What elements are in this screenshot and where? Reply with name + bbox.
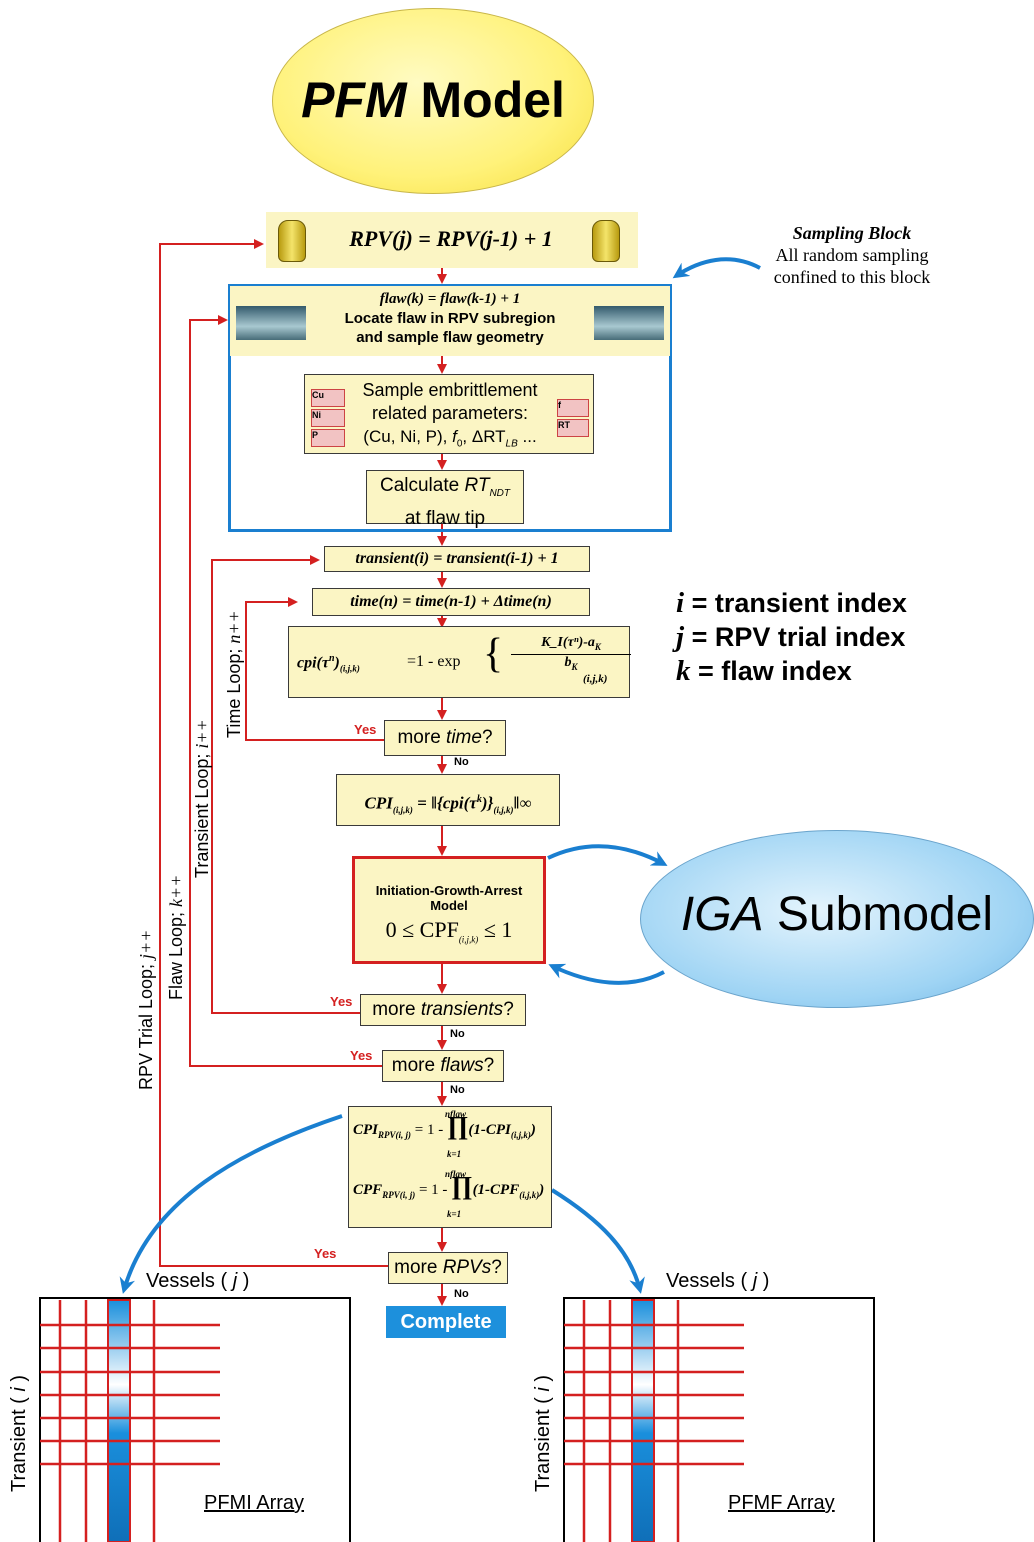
pfmf-array-grid xyxy=(563,1297,875,1542)
legend-k: k = flaw index xyxy=(676,655,852,687)
distribution-icon-f0: f xyxy=(557,399,589,417)
rpv-vessel-icon-right xyxy=(592,220,620,262)
more-transients-yes: Yes xyxy=(330,994,353,1009)
cpi-fraction: K_I(τⁿ)-aK bK xyxy=(511,635,631,672)
cpi-norm-box: CPI(i,j,k) = ‖{cpi(τk)}(i,j,k)‖∞ xyxy=(336,774,560,826)
cpi-rpv-formula: CPIRPV(i, j) = 1 - ∏(1-CPI(i,j,k)) xyxy=(353,1111,536,1141)
distribution-icon-p: P xyxy=(311,429,345,447)
more-flaws-no: No xyxy=(450,1084,465,1096)
more-transients-decision: more transients? xyxy=(360,994,526,1026)
more-time-decision: more time? xyxy=(384,720,506,756)
product-formula-box: CPIRPV(i, j) = 1 - ∏(1-CPI(i,j,k)) nflaw… xyxy=(348,1106,552,1228)
flaw-sampling-box: flaw(k) = flaw(k-1) + 1 Locate flaw in R… xyxy=(230,286,670,356)
cpf-rpv-formula: CPFRPV(i, j) = 1 - ∏(1-CPF(i,j,k)) xyxy=(353,1171,545,1201)
embrittlement-box: Cu Ni P f RT Sample embrittlement relate… xyxy=(304,374,594,454)
cpi-outer-sub: (i,j,k) xyxy=(583,673,608,685)
embrittlement-line2: related parameters: xyxy=(371,403,529,423)
complete-terminal: Complete xyxy=(386,1306,506,1338)
pfmi-array-grid xyxy=(39,1297,351,1542)
cpf-prod-bottom: k=1 xyxy=(447,1209,462,1219)
transient-loop-label: Transient Loop; i++ xyxy=(192,719,212,878)
distribution-icon-cu: Cu xyxy=(311,389,345,407)
pfm-model-title: PFM Model xyxy=(301,72,565,128)
cpi-prod-bottom: k=1 xyxy=(447,1149,462,1159)
embrittlement-line1: Sample embrittlement xyxy=(362,380,538,400)
pfm-model-ellipse: PFM Model xyxy=(272,8,594,194)
flaw-image-left xyxy=(236,306,306,340)
rtndt-box: Calculate RTNDT at flaw tip xyxy=(366,470,524,529)
iga-model-box: Initiation-Growth-Arrest Model 0 ≤ CPF(i… xyxy=(352,856,546,964)
rtndt-line1: Calculate RTNDT xyxy=(379,475,511,499)
sampling-block-frame xyxy=(228,284,672,532)
rpv-increment-formula: RPV(j) = RPV(j-1) + 1 xyxy=(349,226,553,251)
more-rpvs-yes: Yes xyxy=(314,1246,337,1261)
flaw-geometry-text: and sample flaw geometry xyxy=(356,329,544,346)
distribution-icon-ni: Ni xyxy=(311,409,345,427)
flaw-image-right xyxy=(594,306,664,340)
more-rpvs-no: No xyxy=(454,1288,469,1300)
pfmi-transient-label: Transient ( i ) xyxy=(8,1374,30,1492)
more-flaws-decision: more flaws? xyxy=(382,1050,504,1082)
legend-i: i = transient index xyxy=(676,587,907,619)
transient-increment-box: transient(i) = transient(i-1) + 1 xyxy=(324,546,590,572)
pfmf-transient-label: Transient ( i ) xyxy=(532,1374,554,1492)
iga-line2: Model xyxy=(430,898,468,913)
flaw-loop-label: Flaw Loop; k++ xyxy=(166,874,186,1000)
time-increment-box: time(n) = time(n-1) + Δtime(n) xyxy=(312,588,590,616)
rtndt-line2: at flaw tip xyxy=(404,507,486,529)
more-time-no: No xyxy=(454,756,469,768)
cpi-prod-top: nflaw xyxy=(445,1109,467,1119)
cpi-formula-box: cpi(τn)(i,j,k) =1 - exp { K_I(τⁿ)-aK bK … xyxy=(288,626,631,698)
pfmi-array-name: PFMI Array xyxy=(204,1492,305,1514)
cpi-exp: =1 - exp xyxy=(407,653,461,670)
iga-submodel-ellipse: IGA Submodel xyxy=(640,830,1034,1008)
sampling-block-note: Sampling Block All random sampling confi… xyxy=(773,223,931,287)
cpi-lhs: cpi(τn)(i,j,k) xyxy=(297,653,360,674)
pfmf-vessels-label: Vessels ( j ) xyxy=(666,1270,770,1292)
legend-j: j = RPV trial index xyxy=(676,621,906,653)
pfmf-array-name: PFMF Array xyxy=(728,1492,835,1514)
flaw-increment-formula: flaw(k) = flaw(k-1) + 1 xyxy=(379,291,521,307)
rpv-increment-box: RPV(j) = RPV(j-1) + 1 xyxy=(266,212,638,268)
more-transients-no: No xyxy=(450,1028,465,1040)
pfmi-vessels-label: Vessels ( j ) xyxy=(146,1270,250,1292)
iga-submodel-title: IGA Submodel xyxy=(680,888,994,941)
iga-line3: 0 ≤ CPF(i,j,k) ≤ 1 xyxy=(385,917,513,945)
time-loop-label: Time Loop; n++ xyxy=(224,610,244,738)
flaw-locate-text: Locate flaw in RPV subregion xyxy=(344,310,556,327)
rpv-vessel-icon-left xyxy=(278,220,306,262)
rpv-trial-loop-label: RPV Trial Loop; j++ xyxy=(136,929,156,1090)
embrittlement-line3: (Cu, Ni, P), f0, ΔRTLB ... xyxy=(363,427,537,450)
more-time-yes: Yes xyxy=(354,722,377,737)
index-legend: i = transient index j = RPV trial index … xyxy=(676,586,907,688)
iga-line1: Initiation-Growth-Arrest xyxy=(375,883,523,898)
distribution-icon-rt: RT xyxy=(557,419,589,437)
more-flaws-yes: Yes xyxy=(350,1048,373,1063)
more-rpvs-decision: more RPVs? xyxy=(388,1252,508,1284)
cpf-prod-top: nflaw xyxy=(445,1169,467,1179)
